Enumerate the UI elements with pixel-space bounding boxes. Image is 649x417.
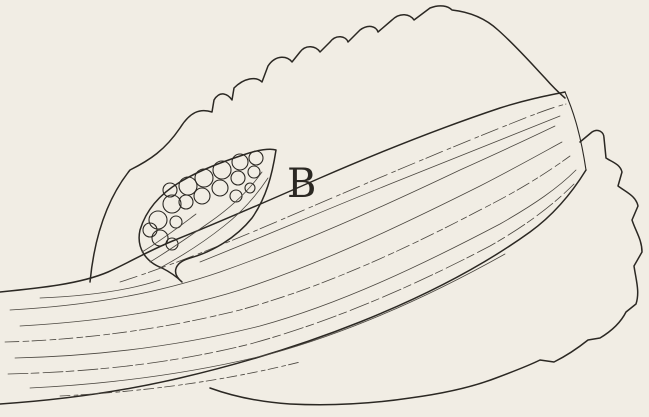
stem-upper-edge bbox=[0, 92, 565, 292]
upper-leaf-outline bbox=[90, 6, 565, 282]
stem-tip bbox=[565, 92, 586, 170]
axillary-bud-outline bbox=[139, 149, 276, 282]
bud-label: B bbox=[287, 161, 316, 207]
lower-leaf-outline bbox=[210, 130, 642, 404]
stem-hatching bbox=[5, 104, 576, 396]
